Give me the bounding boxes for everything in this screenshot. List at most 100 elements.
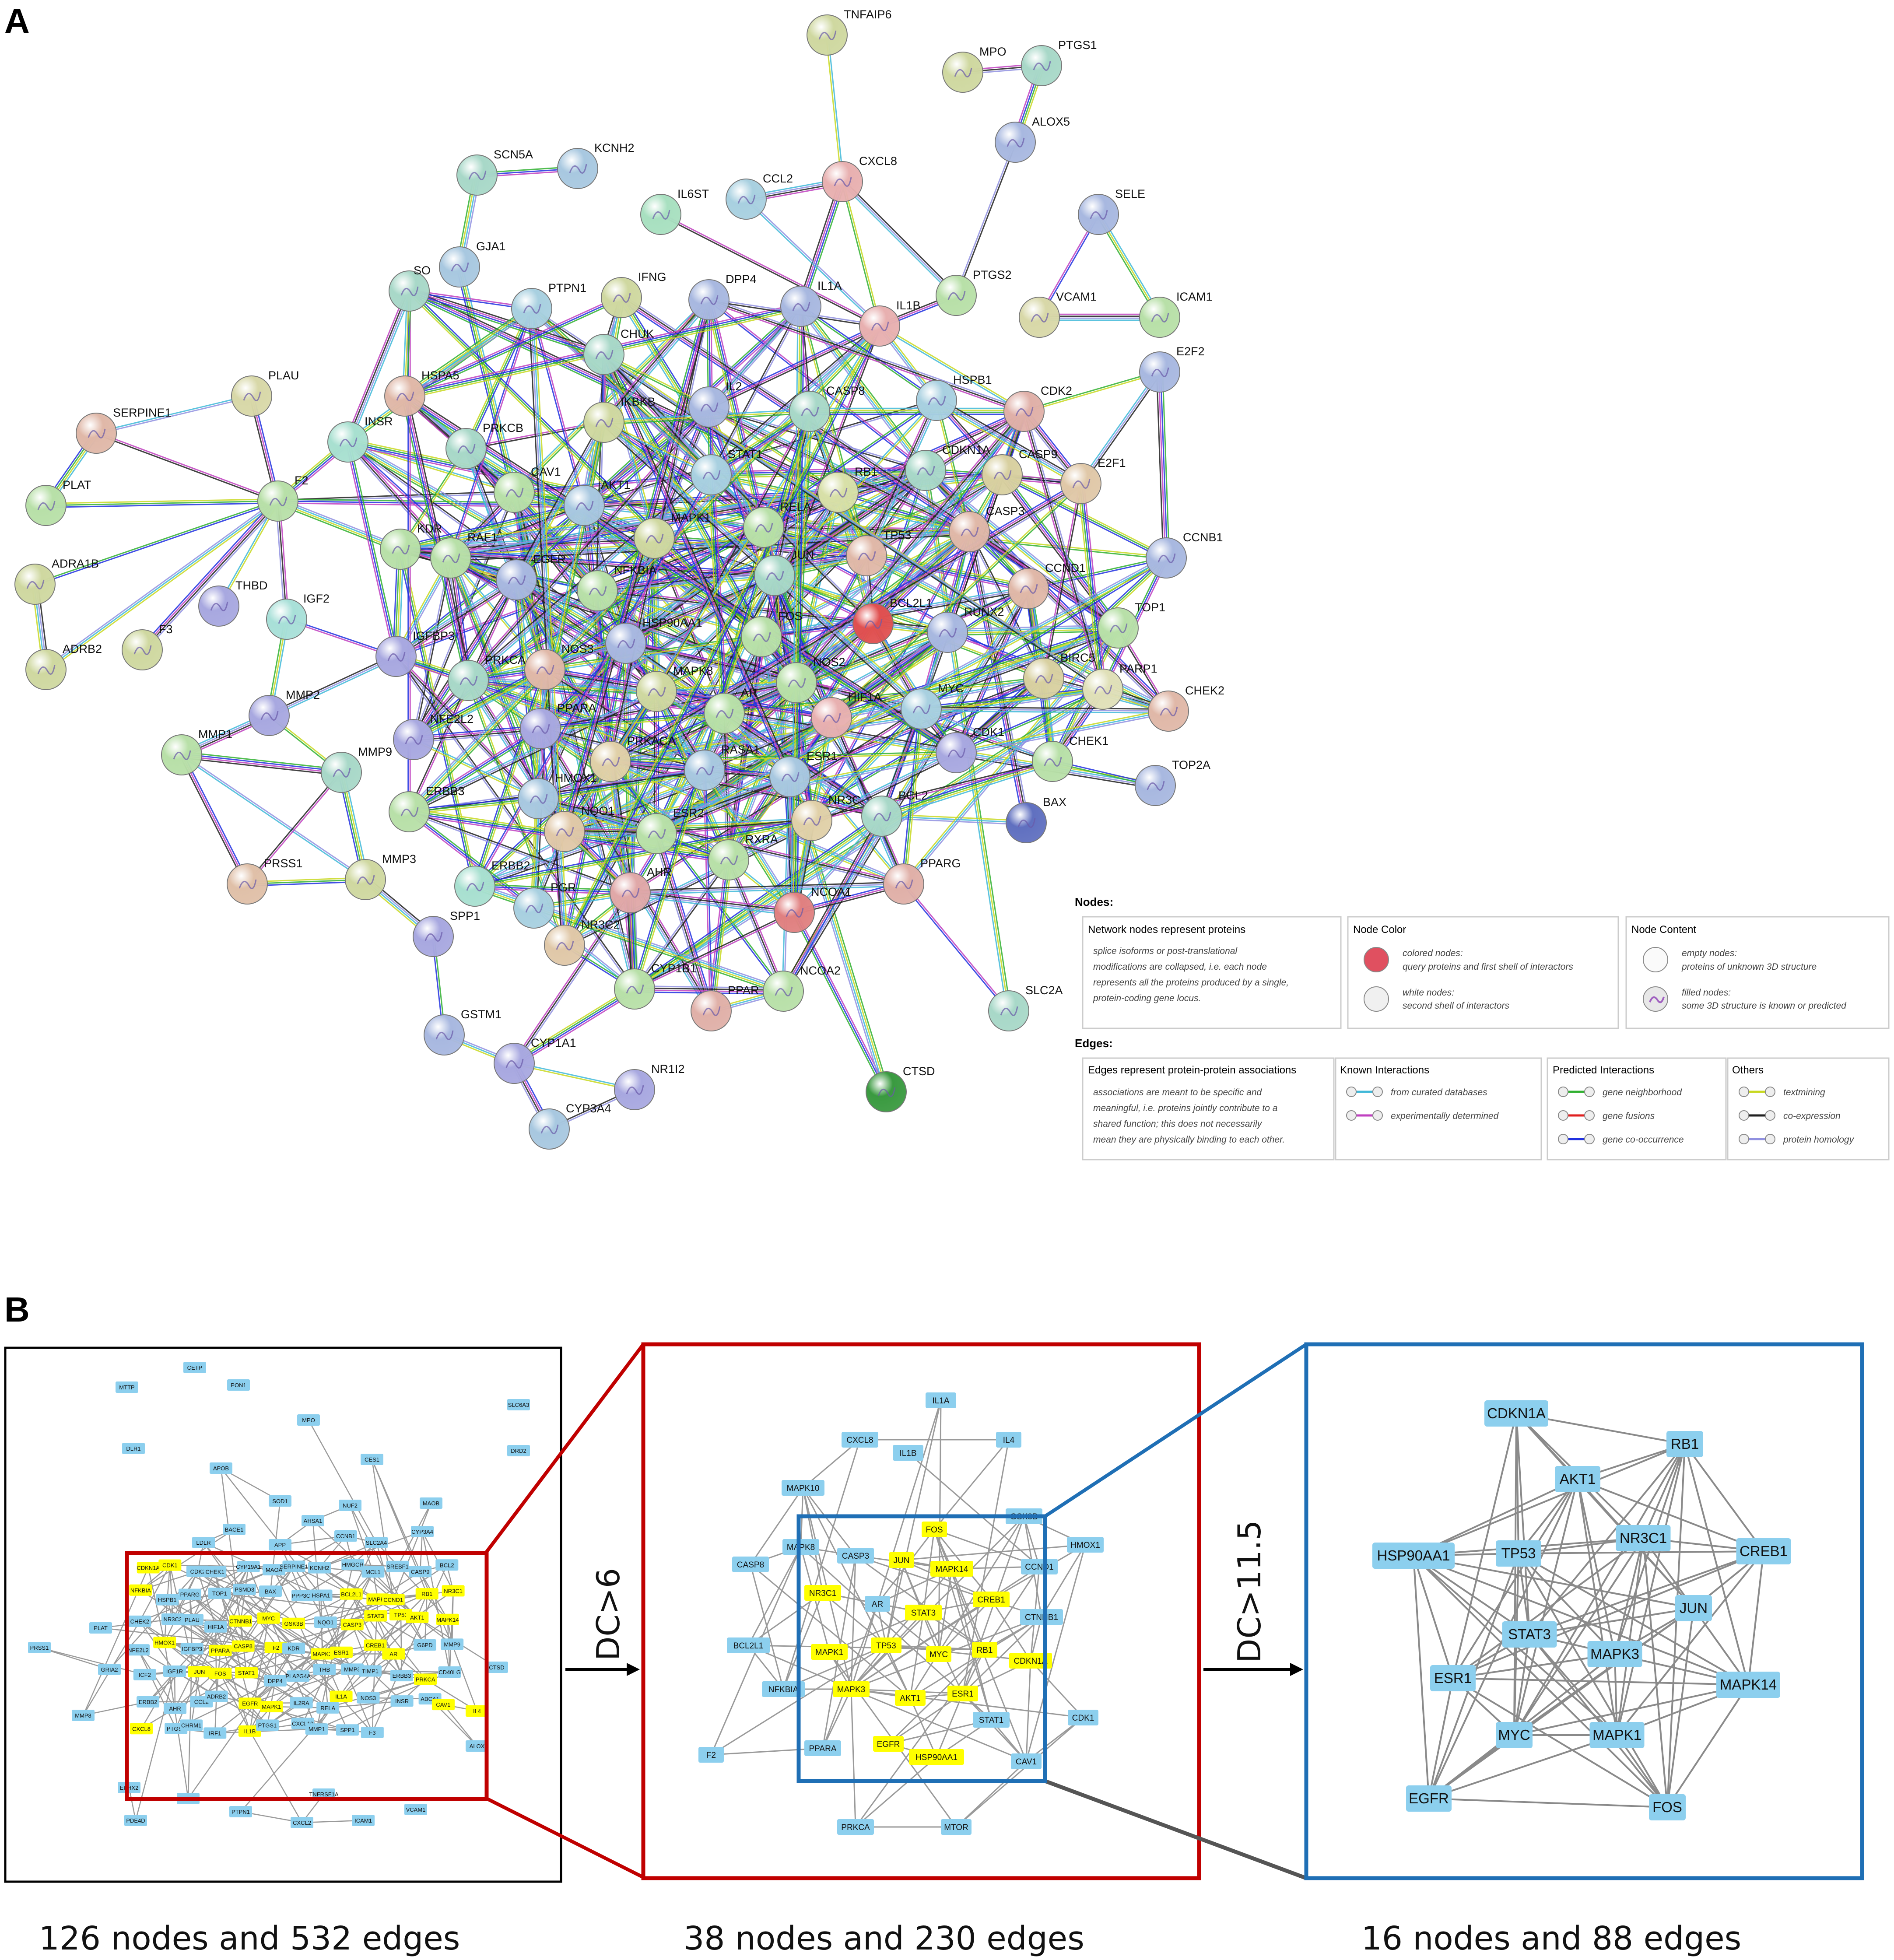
node-alox[interactable]: ALOX: [466, 1740, 488, 1752]
node-hif1a[interactable]: HIF1A: [811, 691, 882, 738]
node-vcam1[interactable]: VCAM1: [404, 1804, 427, 1815]
node-ptpn1[interactable]: PTPN1: [511, 281, 586, 329]
node-nr3c1[interactable]: NR3C1: [1616, 1525, 1671, 1551]
node-top2a[interactable]: TOP2A: [1135, 758, 1210, 806]
node-nqo1[interactable]: NQO1: [314, 1616, 337, 1628]
node-jun[interactable]: JUN: [754, 548, 814, 596]
node-bace1[interactable]: BACE1: [223, 1524, 246, 1535]
node-casp3[interactable]: CASP3: [949, 505, 1025, 552]
node-ptgs1[interactable]: PTGS1: [256, 1719, 279, 1731]
node-bax[interactable]: BAX: [1006, 796, 1066, 843]
node-egfr[interactable]: EGFR: [873, 1736, 904, 1752]
node-esr1[interactable]: ESR1: [330, 1646, 353, 1658]
node-dpp4[interactable]: DPP4: [688, 273, 757, 320]
node-adrb2[interactable]: ADRB2: [205, 1690, 228, 1702]
node-plau[interactable]: PLAU: [181, 1614, 204, 1626]
node-tp53[interactable]: TP53: [871, 1637, 901, 1653]
node-mpo[interactable]: MPO: [297, 1414, 320, 1426]
node-casp3[interactable]: CASP3: [837, 1548, 874, 1564]
node-cdk2[interactable]: CDK2: [1003, 384, 1072, 432]
node-jun[interactable]: JUN: [889, 1552, 914, 1568]
node-cxcl2[interactable]: CXCL2: [291, 1817, 313, 1828]
node-ahr[interactable]: AHR: [164, 1702, 187, 1714]
node-kcnh2[interactable]: KCNH2: [557, 141, 635, 189]
node-esr1[interactable]: ESR1: [1430, 1665, 1476, 1691]
node-gria2[interactable]: GRIA2: [98, 1664, 121, 1675]
node-pparg[interactable]: PPARG: [178, 1588, 201, 1600]
node-tp53[interactable]: TP53: [846, 529, 912, 576]
node-hsp90aa1[interactable]: HSP90AA1: [909, 1749, 964, 1765]
node-nfkbia[interactable]: NFKBIA: [577, 564, 657, 611]
node-nqo1[interactable]: NQO1: [544, 804, 615, 852]
node-slc6a3[interactable]: SLC6A3: [507, 1399, 530, 1410]
node-slc2a4[interactable]: SLC2A4: [365, 1537, 388, 1548]
node-akt1[interactable]: AKT1: [564, 478, 631, 526]
node-nfkbia[interactable]: NFKBIA: [762, 1681, 805, 1697]
node-mapk3[interactable]: MAPK3: [1587, 1641, 1642, 1667]
node-serpine1[interactable]: SERPINE1: [76, 406, 172, 454]
node-chek2[interactable]: CHEK2: [128, 1615, 151, 1627]
node-kcnh2[interactable]: KCNH2: [308, 1562, 331, 1574]
node-bcl2[interactable]: BCL2: [435, 1559, 459, 1571]
node-esr2[interactable]: ESR2: [636, 806, 704, 854]
node-mmp9[interactable]: MMP9: [321, 745, 392, 793]
node-mapk3[interactable]: MAPK3: [311, 1648, 334, 1660]
node-cxcl8[interactable]: CXCL8: [130, 1723, 153, 1735]
node-ccnd1[interactable]: CCND1: [1008, 561, 1086, 609]
node-pgr[interactable]: PGR: [513, 881, 576, 929]
node-jun[interactable]: JUN: [1675, 1595, 1712, 1621]
node-casp8[interactable]: CASP8: [732, 1557, 769, 1572]
node-mapk1[interactable]: MAPK1: [634, 511, 711, 559]
node-il1a[interactable]: IL1A: [926, 1392, 956, 1408]
node-stat3[interactable]: STAT3: [905, 1605, 942, 1620]
node-ptgs2[interactable]: PTGS2: [936, 268, 1012, 316]
node-drd2[interactable]: DRD2: [507, 1445, 530, 1456]
node-myc[interactable]: MYC: [926, 1646, 951, 1662]
node-mttp[interactable]: MTTP: [116, 1381, 138, 1393]
node-rb1[interactable]: RB1: [972, 1642, 997, 1658]
node-dpp4[interactable]: DPP4: [263, 1675, 287, 1687]
node-il1b[interactable]: IL1B: [893, 1445, 923, 1461]
node-ahsa1[interactable]: AHSA1: [302, 1515, 324, 1526]
node-myc[interactable]: MYC: [257, 1612, 280, 1624]
node-mmp9[interactable]: MMP9: [441, 1638, 464, 1650]
node-chek2[interactable]: CHEK2: [1148, 684, 1224, 732]
node-esr1[interactable]: ESR1: [947, 1686, 978, 1701]
node-maob[interactable]: MAOB: [420, 1497, 442, 1509]
node-stat1[interactable]: STAT1: [973, 1712, 1010, 1728]
node-fos[interactable]: FOS: [209, 1667, 232, 1679]
node-rb1[interactable]: RB1: [1666, 1431, 1703, 1457]
node-adrb2[interactable]: ADRB2: [25, 642, 102, 690]
node-myc[interactable]: MYC: [1496, 1722, 1533, 1748]
node-mmp1[interactable]: MMP1: [161, 728, 232, 775]
node-ncoa1[interactable]: NCOA1: [774, 885, 852, 933]
node-ppara[interactable]: PPARA: [804, 1740, 841, 1756]
node-ctsd[interactable]: CTSD: [866, 1065, 935, 1112]
node-hspb1[interactable]: HSPB1: [916, 373, 992, 421]
node-cdkn1a[interactable]: CDKN1A: [1009, 1653, 1052, 1669]
node-cyp1a1[interactable]: CYP1A1: [494, 1036, 576, 1084]
node-top1[interactable]: TOP1: [1098, 601, 1165, 649]
node-f3[interactable]: F3: [122, 623, 173, 670]
node-plau[interactable]: PLAU: [231, 369, 299, 417]
node-hmox1[interactable]: HMOX1: [518, 771, 597, 819]
node-f2[interactable]: F2: [257, 474, 309, 522]
node-adra1b[interactable]: ADRA1B: [14, 557, 99, 605]
node-ahr[interactable]: AHR: [610, 866, 672, 913]
node-nr3c1[interactable]: NR3C1: [804, 1585, 841, 1601]
node-spp1[interactable]: SPP1: [336, 1724, 359, 1736]
node-plat[interactable]: PLAT: [89, 1622, 112, 1634]
node-prkaca[interactable]: PRKACA: [590, 734, 676, 782]
node-prkcb[interactable]: PRKCB: [445, 421, 523, 469]
node-f2[interactable]: F2: [698, 1747, 724, 1763]
node-nr3c2[interactable]: NR3C2: [161, 1613, 184, 1625]
node-hspa1[interactable]: HSPA1: [309, 1589, 333, 1601]
node-dlr1[interactable]: DLR1: [122, 1443, 145, 1454]
node-mapk1[interactable]: MAPK1: [260, 1701, 283, 1712]
node-parp1[interactable]: PARP1: [1082, 662, 1157, 710]
node-cdkn1a[interactable]: CDKN1A: [905, 443, 990, 491]
node-thbd[interactable]: THBD: [198, 579, 268, 627]
node-rb1[interactable]: RB1: [817, 465, 878, 513]
node-gja1[interactable]: GJA1: [439, 240, 506, 288]
node-mmp3[interactable]: MMP3: [345, 852, 416, 900]
